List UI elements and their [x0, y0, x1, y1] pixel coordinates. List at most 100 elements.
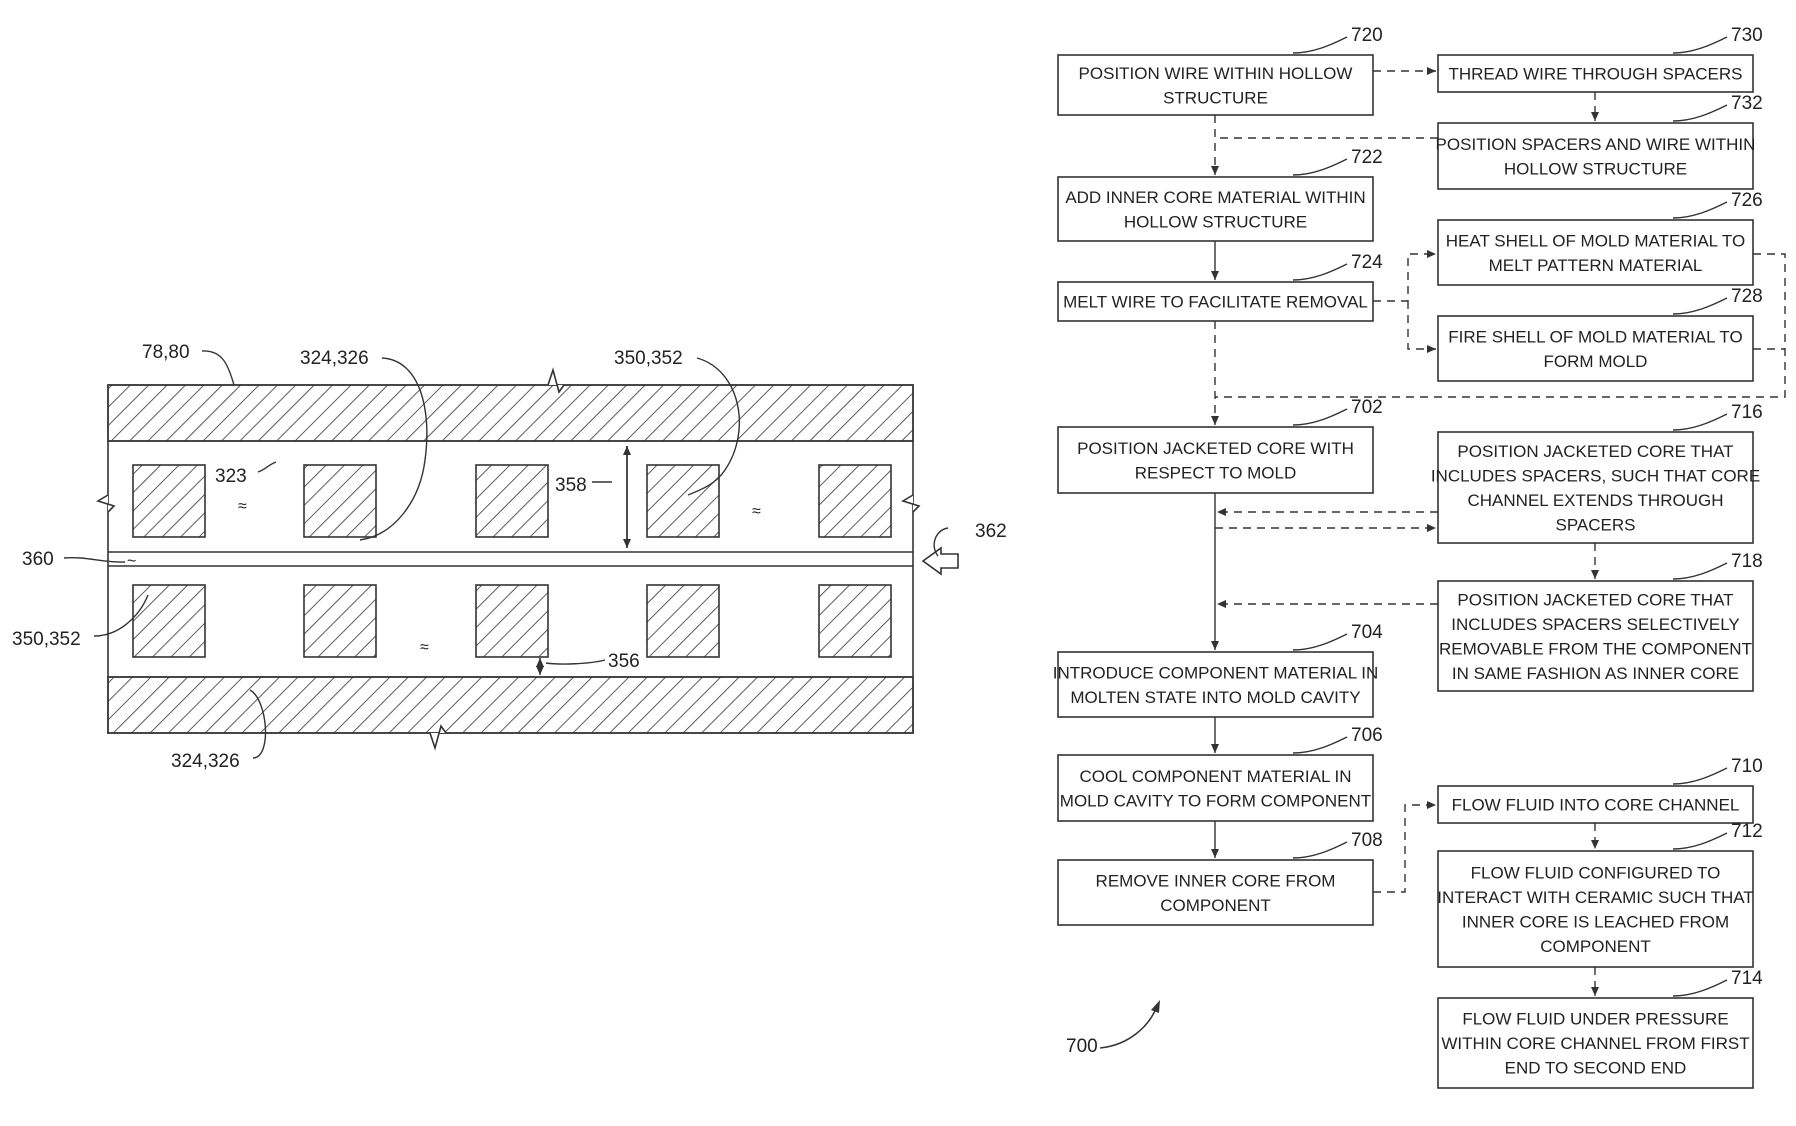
label-thickness: 358 — [555, 475, 587, 496]
flow-step-ref: 724 — [1351, 252, 1383, 273]
flow-step-text: FORM MOLD — [1544, 352, 1648, 371]
label-jacket: 323 — [215, 466, 247, 487]
flow-step-ref: 710 — [1731, 756, 1763, 777]
upper-spacer — [647, 465, 719, 537]
flow-step-ref: 726 — [1731, 190, 1763, 211]
flow-step-text: FIRE SHELL OF MOLD MATERIAL TO — [1448, 327, 1742, 346]
figure-ref-700: 700 — [1066, 1036, 1098, 1057]
flow-step-ref: 730 — [1731, 25, 1763, 46]
flow-step-text: INTRODUCE COMPONENT MATERIAL IN — [1053, 663, 1379, 682]
flow-step-text: POSITION JACKETED CORE THAT — [1457, 442, 1733, 461]
flow-step-ref: 704 — [1351, 622, 1383, 643]
flow-step-ref: 722 — [1351, 147, 1383, 168]
flow-step-text: REMOVABLE FROM THE COMPONENT — [1439, 639, 1752, 658]
flow-step-text: IN SAME FASHION AS INNER CORE — [1452, 664, 1739, 683]
tilde-mark: ≈ — [752, 503, 761, 520]
flow-step-text: POSITION WIRE WITHIN HOLLOW — [1079, 64, 1353, 83]
flow-step-text: HOLLOW STRUCTURE — [1504, 159, 1687, 178]
flow-step-720: POSITION WIRE WITHIN HOLLOW STRUCTURE 720 — [1058, 25, 1383, 115]
flow-step-722: ADD INNER CORE MATERIAL WITHIN HOLLOW STR… — [1058, 147, 1383, 241]
flow-step-text: POSITION JACKETED CORE THAT — [1457, 590, 1733, 609]
label-channel: 360 — [22, 549, 54, 570]
lower-spacer — [647, 585, 719, 657]
tilde-mark: ≈ — [238, 498, 247, 515]
upper-spacer — [304, 465, 376, 537]
flow-step-708: REMOVE INNER CORE FROMCOMPONENT708 — [1058, 830, 1383, 925]
tilde-mark: ~ — [127, 553, 136, 570]
flow-step-text: FLOW FLUID UNDER PRESSURE — [1462, 1010, 1728, 1029]
lower-spacer — [133, 585, 205, 657]
flow-step-text: INCLUDES SPACERS, SUCH THAT CORE — [1431, 466, 1760, 485]
label-lower-inner-core: 324,326 — [171, 751, 240, 772]
flow-step-714: FLOW FLUID UNDER PRESSURE WITHIN CORE CHA… — [1438, 968, 1763, 1088]
flow-step-text: FLOW FLUID CONFIGURED TO — [1471, 863, 1721, 882]
flow-step-ref: 714 — [1731, 968, 1763, 989]
figure-ref-leader — [1100, 1006, 1157, 1048]
label-lower-spacers: 350,352 — [12, 629, 81, 650]
flow-step-ref: 706 — [1351, 725, 1383, 746]
flow-step-704: INTRODUCE COMPONENT MATERIAL IN MOLTEN ST… — [1053, 622, 1383, 717]
flow-step-text: INCLUDES SPACERS SELECTIVELY — [1451, 615, 1739, 634]
flow-step-text: INNER CORE IS LEACHED FROM — [1462, 912, 1729, 931]
label-gap: 356 — [608, 651, 640, 672]
flow-step-732: POSITION SPACERS AND WIRE WITHIN HOLLOW S… — [1436, 93, 1763, 189]
flow-step-ref: 728 — [1731, 286, 1763, 307]
flow-step-text: MELT PATTERN MATERIAL — [1489, 256, 1703, 275]
flow-step-text: SPACERS — [1556, 515, 1636, 534]
flow-step-710: FLOW FLUID INTO CORE CHANNEL 710 — [1438, 756, 1763, 823]
label-shell: 78,80 — [142, 342, 190, 363]
flow-step-text: WITHIN CORE CHANNEL FROM FIRST — [1441, 1034, 1749, 1053]
flow-step-728: FIRE SHELL OF MOLD MATERIAL TO FORM MOLD 7… — [1438, 286, 1763, 381]
flow-step-text: MELT WIRE TO FACILITATE REMOVAL — [1063, 293, 1368, 312]
flow-step-text: POSITION SPACERS AND WIRE WITHIN — [1436, 135, 1756, 154]
flow-step-730: THREAD WIRE THROUGH SPACERS 730 — [1438, 25, 1763, 92]
flow-step-ref: 708 — [1351, 830, 1383, 851]
flow-step-726: HEAT SHELL OF MOLD MATERIAL TO MELT PATTE… — [1438, 190, 1763, 285]
flow-step-text: COMPONENT — [1540, 937, 1651, 956]
flow-step-text: HOLLOW STRUCTURE — [1124, 212, 1307, 231]
flow-step-text: MOLD CAVITY TO FORM COMPONENT — [1060, 791, 1371, 810]
label-arrow: 362 — [975, 521, 1007, 542]
flow-step-text: END TO SECOND END — [1505, 1059, 1687, 1078]
lower-spacer — [476, 585, 548, 657]
upper-spacer — [819, 465, 891, 537]
flow-step-text: ADD INNER CORE MATERIAL WITHIN — [1065, 188, 1365, 207]
tilde-mark: ≈ — [420, 639, 429, 656]
flow-step-724: MELT WIRE TO FACILITATE REMOVAL 724 — [1058, 252, 1383, 321]
flow-step-ref: 702 — [1351, 397, 1383, 418]
flow-step-text: STRUCTURE — [1163, 88, 1268, 107]
flow-step-text: FLOW FLUID INTO CORE CHANNEL — [1452, 796, 1740, 815]
flow-step-ref: 732 — [1731, 93, 1763, 114]
lower-spacer — [304, 585, 376, 657]
flow-step-text: INTERACT WITH CERAMIC SUCH THAT — [1437, 888, 1753, 907]
flow-step-text: REMOVE INNER CORE FROM — [1096, 871, 1336, 890]
flowchart: POSITION WIRE WITHIN HOLLOWSTRUCTURE720T… — [1053, 25, 1785, 1088]
flow-step-ref: 716 — [1731, 402, 1763, 423]
flow-step-text: CHANNEL EXTENDS THROUGH — [1468, 491, 1724, 510]
flow-step-ref: 720 — [1351, 25, 1383, 46]
cross-section-view: ≈ ≈ ≈ ~ 78,80 324,326 350,352 323 — [12, 342, 1007, 772]
flow-step-text: POSITION JACKETED CORE WITH — [1077, 439, 1354, 458]
upper-spacer — [133, 465, 205, 537]
spacers — [133, 465, 891, 657]
lower-spacer — [819, 585, 891, 657]
flow-step-text: COOL COMPONENT MATERIAL IN — [1079, 767, 1351, 786]
upper-spacer — [476, 465, 548, 537]
flow-step-text: THREAD WIRE THROUGH SPACERS — [1448, 65, 1742, 84]
flow-steps: POSITION WIRE WITHIN HOLLOWSTRUCTURE720T… — [1053, 25, 1763, 1088]
flow-step-text: RESPECT TO MOLD — [1135, 463, 1297, 482]
flow-step-702: POSITION JACKETED CORE WITH RESPECT TO MO… — [1058, 397, 1383, 493]
top-shell-wall — [108, 385, 913, 441]
flow-arrow-362 — [923, 548, 958, 574]
label-upper-inner-core: 324,326 — [300, 348, 369, 369]
flow-step-706: COOL COMPONENT MATERIAL IN MOLD CAVITY TO… — [1058, 725, 1383, 821]
flow-step-712: FLOW FLUID CONFIGURED TO INTERACT WITH CE… — [1437, 821, 1762, 967]
flow-step-text: MOLTEN STATE INTO MOLD CAVITY — [1070, 688, 1360, 707]
flow-step-text: HEAT SHELL OF MOLD MATERIAL TO — [1446, 231, 1745, 250]
flow-step-ref: 718 — [1731, 551, 1763, 572]
flow-step-716: POSITION JACKETED CORE THAT INCLUDES SPAC… — [1431, 402, 1763, 543]
flow-step-ref: 712 — [1731, 821, 1763, 842]
flow-step-718: POSITION JACKETED CORE THAT INCLUDES SPAC… — [1438, 551, 1763, 691]
bottom-shell-wall — [108, 677, 913, 733]
